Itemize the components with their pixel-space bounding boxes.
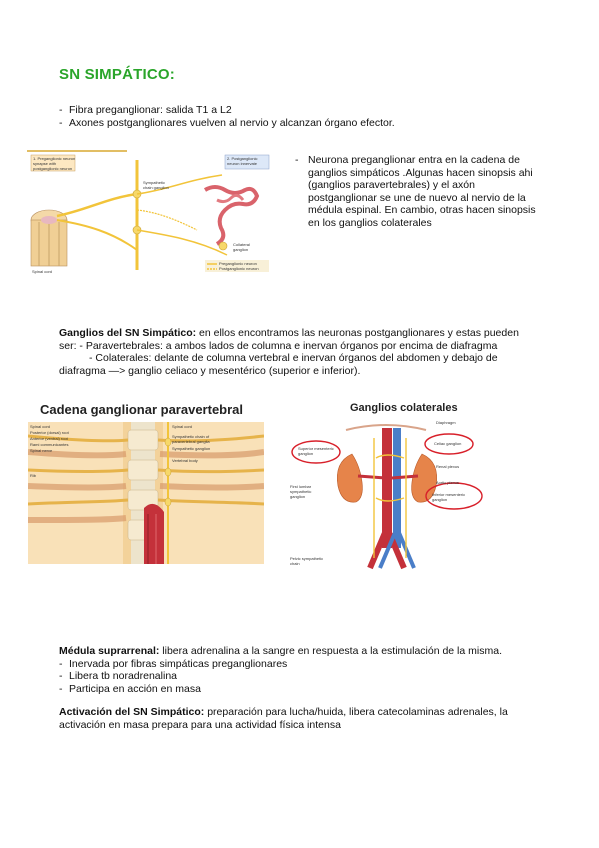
svg-text:Renal plexus: Renal plexus bbox=[436, 464, 459, 469]
list-item-text: Participa en acción en masa bbox=[69, 682, 201, 695]
svg-text:chain ganglion: chain ganglion bbox=[143, 185, 169, 190]
medula-section: Médula suprarrenal: libera adrenalina a … bbox=[59, 645, 559, 695]
activacion-text: preparación para lucha/huida, libera cat… bbox=[204, 706, 508, 718]
list-item-text: Inervada por fibras simpáticas pregangli… bbox=[69, 657, 288, 670]
activacion-heading: Activación del SN Simpático: bbox=[59, 706, 205, 718]
svg-text:Celiac ganglion: Celiac ganglion bbox=[434, 441, 461, 446]
svg-text:ganglion: ganglion bbox=[233, 247, 248, 252]
paravertebral-chain-illustration: Spinal cord Posterior (dorsal) root Ante… bbox=[28, 422, 264, 564]
medula-heading: Médula suprarrenal: bbox=[59, 645, 160, 657]
svg-text:Posterior (dorsal) root: Posterior (dorsal) root bbox=[30, 430, 70, 435]
sympathetic-pathway-illustration: 1. Preganglionic neuron synapse with pos… bbox=[27, 150, 274, 278]
aorta-icon bbox=[357, 428, 419, 570]
side-note: - Neurona preganglionar entra en la cade… bbox=[295, 154, 545, 229]
collateral-ganglia-figure: Ganglios colaterales Diaphragm Celiac ga… bbox=[286, 398, 490, 570]
page-title: SN SIMPÁTICO: bbox=[59, 66, 175, 83]
svg-text:Sympathetic ganglion: Sympathetic ganglion bbox=[172, 446, 210, 451]
svg-text:Diaphragm: Diaphragm bbox=[436, 420, 456, 425]
ganglios-line-3: - Colaterales: delante de columna verteb… bbox=[89, 352, 498, 364]
intro-list: -Fibra preganglionar: salida T1 a L2 -Ax… bbox=[59, 104, 395, 129]
list-item: -Libera tb noradrenalina bbox=[59, 670, 177, 682]
svg-text:synapse with: synapse with bbox=[33, 161, 56, 166]
svg-text:Rami communicantes: Rami communicantes bbox=[30, 442, 68, 447]
figure-left-title: Cadena ganglionar paravertebral bbox=[40, 402, 244, 417]
svg-text:1. Preganglionic neuron: 1. Preganglionic neuron bbox=[33, 156, 75, 161]
list-item-text: Libera tb noradrenalina bbox=[69, 670, 177, 682]
svg-text:Pelvic sympathetic: Pelvic sympathetic bbox=[290, 556, 323, 561]
ganglios-heading: Ganglios del SN Simpático: bbox=[59, 327, 197, 339]
svg-text:2. Postganglionic: 2. Postganglionic bbox=[227, 156, 257, 161]
list-item: -Participa en acción en masa bbox=[59, 682, 201, 695]
svg-text:Spinal cord: Spinal cord bbox=[32, 269, 52, 274]
svg-text:Spinal cord: Spinal cord bbox=[30, 424, 50, 429]
ganglios-line-2: ser: - Paravertebrales: a ambos lados de… bbox=[59, 339, 498, 352]
svg-text:sympathetic: sympathetic bbox=[290, 489, 311, 494]
highlight-circle-icon bbox=[291, 433, 483, 510]
svg-text:ganglion: ganglion bbox=[290, 494, 305, 499]
svg-text:Spinal cord: Spinal cord bbox=[172, 424, 192, 429]
sympathetic-pathway-figure: 1. Preganglionic neuron synapse with pos… bbox=[27, 150, 274, 278]
ganglios-paragraph: Ganglios del SN Simpático: en ellos enco… bbox=[59, 327, 559, 377]
svg-text:Sympathetic chain of: Sympathetic chain of bbox=[172, 434, 210, 439]
svg-text:Preganglionic neuron: Preganglionic neuron bbox=[219, 261, 257, 266]
aorta-icon bbox=[144, 503, 164, 564]
ganglios-text: en ellos encontramos las neuronas postga… bbox=[196, 327, 519, 339]
svg-text:Spinal nerve: Spinal nerve bbox=[30, 448, 53, 453]
activacion-section: Activación del SN Simpático: preparación… bbox=[59, 706, 559, 731]
svg-text:postganglionic neuron: postganglionic neuron bbox=[33, 166, 72, 171]
svg-text:Rib: Rib bbox=[30, 473, 37, 478]
svg-text:Collateral: Collateral bbox=[233, 242, 250, 247]
svg-text:paravertebral ganglia: paravertebral ganglia bbox=[172, 439, 210, 444]
svg-text:ganglion: ganglion bbox=[298, 451, 313, 456]
list-item: -Inervada por fibras simpáticas pregangl… bbox=[59, 657, 288, 670]
svg-text:Anterior (ventral) root: Anterior (ventral) root bbox=[30, 436, 69, 441]
activacion-line-2: activación en masa prepara para una acti… bbox=[59, 718, 341, 731]
svg-text:Superior mesenteric: Superior mesenteric bbox=[298, 446, 334, 451]
svg-text:ganglion: ganglion bbox=[432, 497, 447, 502]
intestine-icon bbox=[203, 185, 260, 246]
svg-text:Inferior mesenteric: Inferior mesenteric bbox=[432, 492, 465, 497]
svg-text:Postganglionic neuron: Postganglionic neuron bbox=[219, 266, 259, 271]
collateral-ganglia-illustration: Diaphragm Celiac ganglion Renal plexus A… bbox=[286, 418, 490, 570]
svg-text:Vertebral body: Vertebral body bbox=[172, 458, 198, 463]
side-note-dash: - bbox=[295, 154, 299, 166]
svg-text:Aortic plexus: Aortic plexus bbox=[436, 480, 459, 485]
ganglios-line-4: diafragma —> ganglio celiaco y mesentéri… bbox=[59, 364, 361, 377]
list-item: -Axones postganglionares vuelven al nerv… bbox=[59, 116, 395, 129]
side-note-text: Neurona preganglionar entra en la cadena… bbox=[308, 154, 536, 229]
svg-text:Sympathetic: Sympathetic bbox=[143, 180, 165, 185]
svg-text:chain: chain bbox=[290, 561, 300, 566]
svg-text:neuron innervate: neuron innervate bbox=[227, 161, 258, 166]
spinal-cord-icon bbox=[30, 209, 68, 267]
svg-text:First lumbar: First lumbar bbox=[290, 484, 312, 489]
figure-right-title: Ganglios colaterales bbox=[350, 402, 458, 414]
medula-text: libera adrenalina a la sangre en respues… bbox=[159, 645, 502, 657]
list-item-text: Axones postganglionares vuelven al nervi… bbox=[69, 116, 395, 129]
list-item-text: Fibra preganglionar: salida T1 a L2 bbox=[69, 104, 232, 116]
paravertebral-chain-figure: Cadena ganglionar paravertebral bbox=[28, 398, 264, 564]
list-item: -Fibra preganglionar: salida T1 a L2 bbox=[59, 104, 232, 116]
kidney-icon bbox=[337, 453, 437, 503]
